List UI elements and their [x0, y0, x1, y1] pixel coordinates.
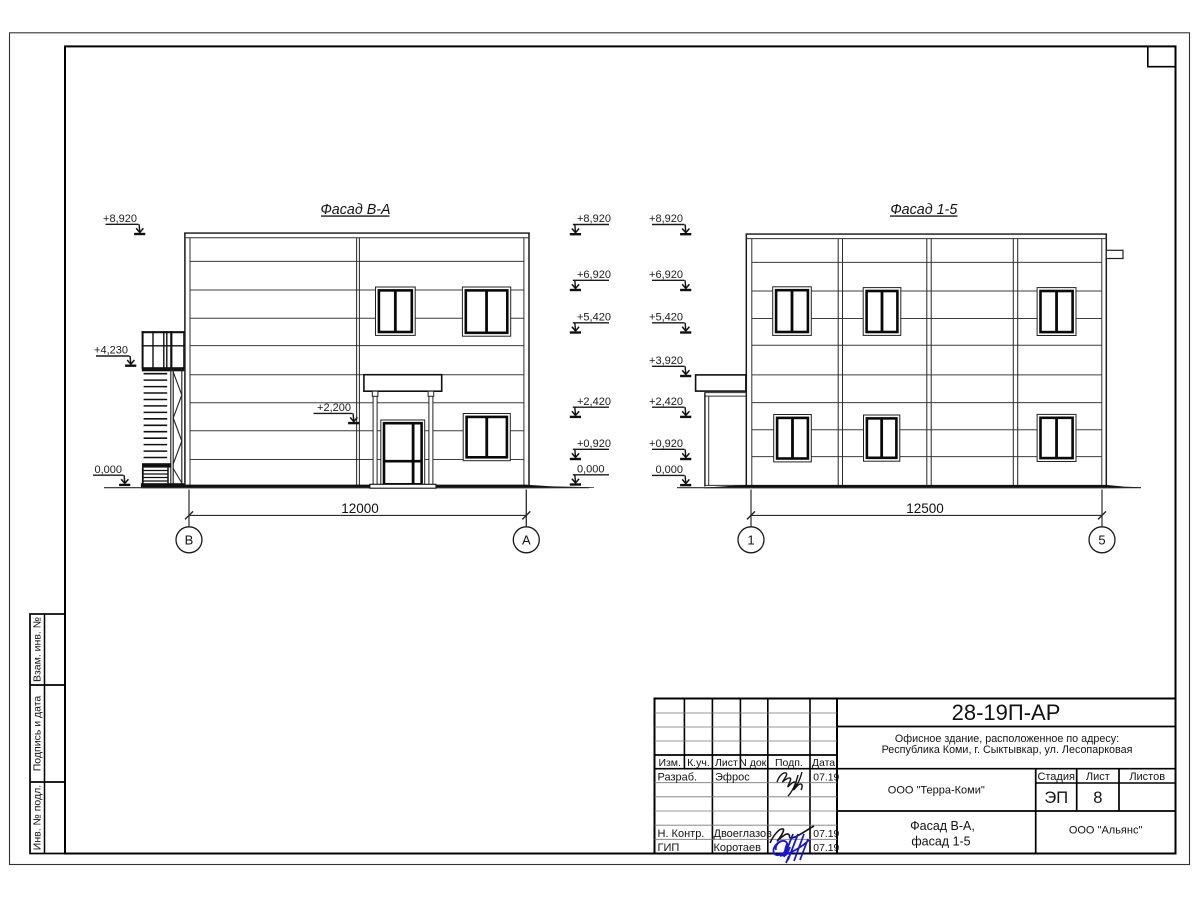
svg-text:К.уч.: К.уч. [687, 757, 710, 769]
svg-text:+6,920: +6,920 [649, 269, 683, 281]
svg-text:0,000: 0,000 [94, 464, 122, 476]
svg-text:07.19: 07.19 [813, 773, 839, 784]
svg-text:0,000: 0,000 [577, 463, 605, 475]
svg-text:Разраб.: Разраб. [658, 772, 698, 784]
svg-text:Двоеглазов: Двоеглазов [714, 828, 773, 840]
svg-text:0,000: 0,000 [655, 464, 683, 476]
svg-text:ЭП: ЭП [1044, 789, 1068, 807]
svg-text:+0,920: +0,920 [649, 438, 683, 450]
svg-text:Республика Коми, г. Сыктывкар,: Республика Коми, г. Сыктывкар, ул. Лесоп… [882, 744, 1133, 756]
svg-text:+8,920: +8,920 [103, 213, 137, 225]
svg-text:фасад 1-5: фасад 1-5 [911, 834, 970, 848]
svg-text:Лист: Лист [1086, 771, 1110, 783]
svg-text:Изм.: Изм. [658, 757, 681, 769]
svg-text:Фасад В-А,: Фасад В-А, [910, 819, 975, 833]
svg-text:+2,420: +2,420 [577, 396, 611, 408]
svg-text:12000: 12000 [341, 501, 379, 516]
svg-text:+4,230: +4,230 [94, 345, 128, 357]
svg-text:+8,920: +8,920 [577, 213, 611, 225]
svg-text:А: А [522, 532, 531, 547]
svg-text:+2,420: +2,420 [649, 396, 683, 408]
svg-text:Подпись и дата: Подпись и дата [32, 696, 44, 772]
svg-text:+2,200: +2,200 [317, 402, 351, 414]
svg-text:Фасад 1-5: Фасад 1-5 [890, 202, 957, 218]
svg-text:Подп.: Подп. [775, 757, 803, 769]
svg-text:Инв. № подл.: Инв. № подл. [32, 785, 44, 850]
svg-text:07.19: 07.19 [813, 829, 839, 840]
svg-text:Коротаев: Коротаев [714, 842, 762, 854]
svg-text:Листов: Листов [1129, 771, 1165, 783]
svg-text:Лист: Лист [715, 757, 738, 769]
svg-text:N док.: N док. [739, 757, 769, 769]
svg-text:Взам. инв. №: Взам. инв. № [32, 617, 44, 682]
svg-text:+5,420: +5,420 [577, 311, 611, 323]
svg-text:В: В [185, 532, 194, 547]
svg-text:+0,920: +0,920 [577, 438, 611, 450]
svg-text:8: 8 [1093, 789, 1102, 807]
svg-text:ООО "Альянс": ООО "Альянс" [1069, 825, 1143, 837]
svg-text:+5,420: +5,420 [649, 311, 683, 323]
svg-text:5: 5 [1098, 532, 1105, 547]
svg-text:Офисное здание, расположенное: Офисное здание, расположенное по адресу: [895, 733, 1119, 745]
svg-text:28-19П-АР: 28-19П-АР [952, 700, 1061, 725]
svg-text:Стадия: Стадия [1037, 771, 1075, 783]
svg-text:ООО "Терра-Коми": ООО "Терра-Коми" [888, 785, 985, 797]
svg-text:1: 1 [747, 532, 754, 547]
svg-text:Дата: Дата [812, 757, 835, 769]
svg-text:ГИП: ГИП [658, 842, 680, 854]
svg-text:Фасад В-А: Фасад В-А [320, 202, 390, 218]
svg-text:+6,920: +6,920 [577, 269, 611, 281]
svg-text:07.19: 07.19 [813, 843, 839, 854]
svg-text:+8,920: +8,920 [649, 213, 683, 225]
svg-text:12500: 12500 [906, 501, 944, 516]
svg-text:+3,920: +3,920 [649, 355, 683, 367]
svg-text:Н. Контр.: Н. Контр. [658, 828, 705, 840]
svg-text:Эфрос: Эфрос [715, 772, 750, 784]
